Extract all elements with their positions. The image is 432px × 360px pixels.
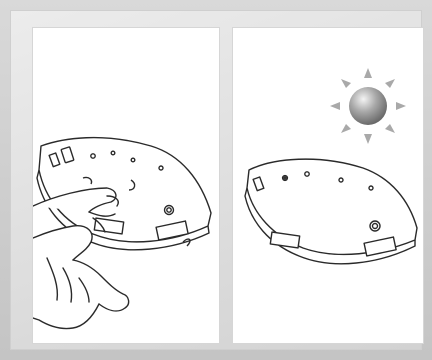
panel-wipe-step [32,27,220,344]
sun-icon [330,68,406,144]
illustration-background [10,10,422,350]
panel-dry-step [232,27,424,344]
mop-plate-icon [245,159,417,264]
